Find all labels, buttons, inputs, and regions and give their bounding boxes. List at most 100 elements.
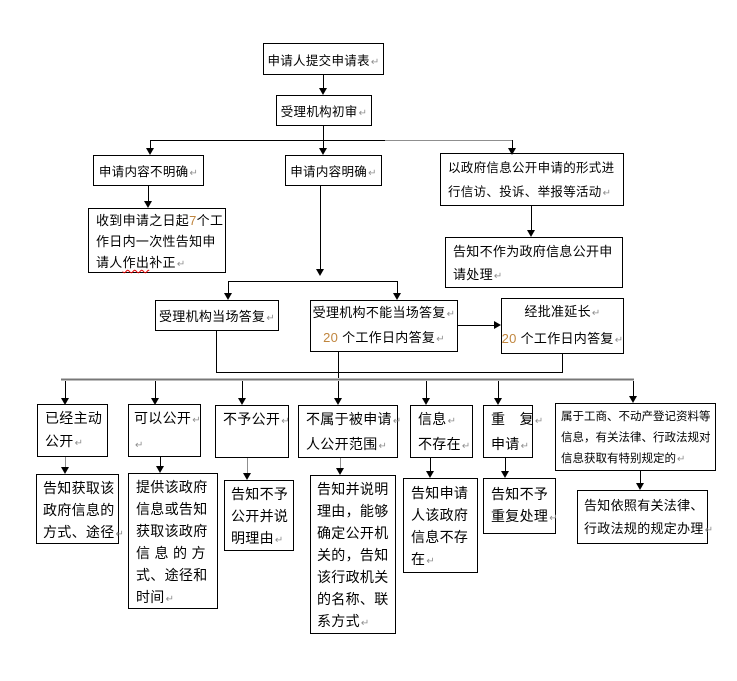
flow-line <box>242 381 243 398</box>
arrow-down-icon <box>527 230 535 237</box>
arrow-right-icon <box>494 321 501 329</box>
flow-line <box>458 325 494 326</box>
arrow-down-icon <box>61 467 69 474</box>
text-line: 公开并说 <box>231 508 289 524</box>
node-can-be-public: 可以公开↵↵ <box>128 404 201 457</box>
text-line: 告知不予 <box>491 486 549 502</box>
text-line: 不存在↵ <box>418 436 471 452</box>
flow-line <box>385 140 513 141</box>
node-content-clear: 申请内容明确↵ <box>285 155 382 186</box>
arrow-down-icon <box>146 148 154 155</box>
text-line: 受理机构初审↵ <box>280 105 368 119</box>
flow-line <box>65 381 66 398</box>
node-special-regulation: 属于工商、不动产登记资料等信息，有关法律、行政法规对信息获取有特别规定的↵ <box>555 403 716 471</box>
node-petition-form: 以政府信息公开申请的形式进行信访、投诉、举报等活动↵ <box>440 153 624 206</box>
flow-line <box>216 331 217 372</box>
text-line: 信息，有关法律、行政法规对 <box>561 432 711 444</box>
node-provide-info: 提供该政府信息或告知获取该政府信 息 的 方式、途径和时间↵ <box>128 473 218 609</box>
arrow-down-icon <box>316 269 324 276</box>
text-line: 信 息 的 方 <box>136 545 206 561</box>
text-line: 明理由↵ <box>231 530 284 546</box>
text-line: 理由，能够 <box>317 503 389 519</box>
flow-line <box>531 206 532 230</box>
paragraph-mark-icon: ↵ <box>176 259 186 270</box>
text-line: 信息↵ <box>418 411 457 427</box>
flow-line <box>61 378 634 381</box>
flow-line <box>155 381 156 398</box>
paragraph-mark-icon: ↵ <box>192 415 201 426</box>
text-line: 告知不作为政府信息公开申 <box>453 244 613 259</box>
node-repeat-request: 重 复↵ 申请↵ <box>483 405 544 458</box>
arrow-down-icon <box>494 398 502 405</box>
text-line: 行信访、投诉、举报等活动↵ <box>448 185 612 199</box>
arrow-down-icon <box>319 88 327 95</box>
arrow-down-icon <box>238 398 246 405</box>
flow-line <box>320 186 321 269</box>
text-line: 在↵ <box>411 551 435 567</box>
arrow-down-icon <box>144 201 152 208</box>
text-line: 提供该政府 <box>136 479 208 495</box>
arrow-down-icon <box>243 473 251 480</box>
paragraph-mark-icon: ↵ <box>281 416 290 427</box>
arrow-down-icon <box>422 398 430 405</box>
flow-line <box>562 354 563 372</box>
node-not-public: 不予公开↵ <box>215 405 290 458</box>
text-line: 不属于被申请↵ <box>306 411 402 427</box>
paragraph-mark-icon: ↵ <box>266 313 276 324</box>
text-line: 重 复↵ <box>491 411 544 427</box>
node-preliminary-review: 受理机构初审↵ <box>276 95 372 126</box>
flow-line <box>247 458 248 473</box>
text-line: 人公开范围↵ <box>306 436 388 452</box>
paragraph-mark-icon: ↵ <box>115 529 125 540</box>
text-line: 获取该政府 <box>136 523 208 539</box>
flow-line <box>505 458 506 471</box>
arrow-down-icon <box>151 398 159 405</box>
paragraph-mark-icon: ↵ <box>135 440 144 451</box>
flow-line <box>160 457 161 466</box>
paragraph-mark-icon: ↵ <box>447 416 457 427</box>
text-line: 告知依照有关法律、 <box>584 498 704 513</box>
paragraph-mark-icon: ↵ <box>426 556 435 567</box>
arrow-down-icon <box>393 293 401 300</box>
paragraph-mark-icon: ↵ <box>446 309 456 320</box>
text-line: 关的，告知 <box>317 547 389 563</box>
paragraph-mark-icon: ↵ <box>677 454 686 465</box>
arrow-down-icon <box>636 483 644 490</box>
text-line: 申请人提交申请表↵ <box>267 53 380 68</box>
text-line: 20 个工作日内答复↵ <box>501 331 624 346</box>
text-line: 不予公开↵ <box>223 411 290 427</box>
node-reply-20-days: 受理机构不能当场答复↵ 20 个工作日内答复↵ <box>310 300 458 352</box>
text-line: 告知并说明 <box>317 481 389 497</box>
flow-line <box>397 281 398 293</box>
text-line: 告知不予 <box>231 486 289 502</box>
text-line: 受理机构不能当场答复↵ <box>312 305 456 320</box>
paragraph-mark-icon: ↵ <box>520 441 530 452</box>
text-line: 收到申请之日起7个工 <box>96 213 224 228</box>
paragraph-mark-icon: ↵ <box>358 108 368 119</box>
flow-line <box>640 471 641 483</box>
flow-line <box>228 281 397 282</box>
arrow-down-icon <box>156 466 164 473</box>
arrow-down-icon <box>224 293 232 300</box>
text-line: 信息获取有特别规定的↵ <box>561 453 686 465</box>
text-line: 公开↵ <box>45 433 84 449</box>
node-info-not-exist: 信息↵ 不存在↵ <box>410 405 473 458</box>
text-line: 可以公开↵ <box>134 410 201 426</box>
text-line: 告知获取该 <box>43 480 115 496</box>
text-line: 已经主动 <box>45 410 103 426</box>
text-line: 信息或告知 <box>136 501 208 517</box>
text-line: 时间↵ <box>136 589 175 605</box>
text-line: 申请内容不明确↵ <box>98 165 199 179</box>
text-line: 属于工商、不动产登记资料等 <box>561 411 711 423</box>
text-line: 确定公开机 <box>317 525 389 541</box>
text-line: 信息不存 <box>411 529 469 545</box>
flow-line <box>430 458 431 471</box>
arrow-down-icon <box>508 148 516 155</box>
paragraph-mark-icon: ↵ <box>493 271 503 282</box>
paragraph-mark-icon: ↵ <box>549 513 558 524</box>
paragraph-mark-icon: ↵ <box>436 334 445 345</box>
arrow-down-icon <box>629 396 637 403</box>
node-notify-no-repeat: 告知不予重复处理↵ <box>483 478 558 534</box>
text-line: 申请↵ <box>491 436 530 452</box>
text-line: 20 个工作日内答复↵ <box>323 330 445 345</box>
